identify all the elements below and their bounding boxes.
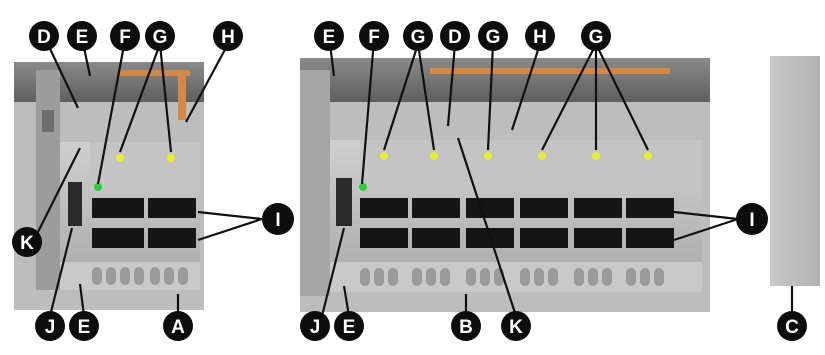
module-b-top-band bbox=[300, 58, 710, 102]
module-b-led-5 bbox=[592, 152, 600, 160]
svg-text:K: K bbox=[20, 233, 34, 254]
callout-e-bottom-left: E bbox=[69, 311, 99, 341]
callout-h-left: H bbox=[213, 21, 243, 51]
module-b-led-3 bbox=[484, 152, 492, 160]
svg-text:B: B bbox=[459, 317, 473, 338]
module-a bbox=[14, 62, 204, 310]
end-cover bbox=[770, 56, 820, 286]
module-a-terminal-block-2 bbox=[148, 198, 196, 248]
module-b-terminal-blocks bbox=[360, 198, 674, 248]
callout-d-middle: D bbox=[440, 21, 470, 51]
svg-text:G: G bbox=[589, 27, 604, 48]
svg-text:E: E bbox=[343, 317, 356, 338]
svg-text:D: D bbox=[448, 27, 462, 48]
module-b-led-6 bbox=[644, 152, 652, 160]
callout-k-left: K bbox=[12, 227, 42, 257]
svg-text:J: J bbox=[45, 317, 56, 338]
svg-text:D: D bbox=[37, 27, 51, 48]
module-b-slots bbox=[360, 268, 664, 286]
callout-g-middle-2: G bbox=[478, 21, 508, 51]
svg-text:E: E bbox=[323, 27, 336, 48]
callout-g-left: G bbox=[145, 21, 175, 51]
module-b bbox=[300, 58, 710, 312]
module-a-end-plate bbox=[36, 70, 60, 290]
svg-text:C: C bbox=[785, 317, 799, 338]
module-b-led-2 bbox=[430, 152, 438, 160]
svg-text:G: G bbox=[411, 27, 426, 48]
module-a-terminal-block-1 bbox=[92, 198, 144, 248]
leader-lines bbox=[35, 35, 794, 317]
svg-text:F: F bbox=[119, 27, 131, 48]
callout-e-top-middle: E bbox=[314, 21, 344, 51]
callout-i-right: I bbox=[736, 203, 768, 235]
svg-text:A: A bbox=[171, 317, 185, 338]
callout-e-bottom-middle: E bbox=[334, 311, 364, 341]
callout-f-left: F bbox=[110, 21, 140, 51]
module-a-connector bbox=[68, 182, 82, 226]
module-a-end-plate-window bbox=[42, 110, 54, 132]
svg-text:J: J bbox=[310, 317, 321, 338]
svg-text:E: E bbox=[78, 317, 91, 338]
svg-text:G: G bbox=[486, 27, 501, 48]
module-a-upper-face bbox=[90, 142, 200, 192]
svg-text:H: H bbox=[221, 27, 235, 48]
svg-text:F: F bbox=[368, 27, 380, 48]
svg-text:I: I bbox=[749, 210, 754, 231]
callout-j-left: J bbox=[35, 311, 65, 341]
callout-f-middle: F bbox=[359, 21, 389, 51]
module-a-slots bbox=[92, 267, 188, 285]
module-b-copper-strip bbox=[430, 68, 670, 74]
module-a-led-2 bbox=[167, 154, 175, 162]
callout-h-middle: H bbox=[525, 21, 555, 51]
callout-g-middle-1: G bbox=[403, 21, 433, 51]
svg-text:I: I bbox=[275, 210, 280, 231]
callout-b: B bbox=[451, 311, 481, 341]
callout-i-left: I bbox=[262, 203, 294, 235]
module-b-upper-face bbox=[360, 140, 702, 192]
callout-a: A bbox=[163, 311, 193, 341]
callout-k-middle: K bbox=[501, 311, 531, 341]
module-b-end-plate bbox=[300, 70, 330, 296]
module-a-led-1 bbox=[116, 154, 124, 162]
callout-j-middle: J bbox=[300, 311, 330, 341]
callout-d-left: D bbox=[29, 21, 59, 51]
svg-text:H: H bbox=[533, 27, 547, 48]
svg-text:K: K bbox=[509, 317, 523, 338]
module-b-connector bbox=[336, 178, 352, 226]
callout-g-middle-3: G bbox=[581, 21, 611, 51]
callout-c: C bbox=[777, 311, 807, 341]
module-a-copper-riser bbox=[178, 70, 186, 120]
module-a-copper-strip bbox=[120, 70, 190, 76]
module-b-led-4 bbox=[538, 152, 546, 160]
module-b-led-1 bbox=[380, 152, 388, 160]
module-b-status-led bbox=[359, 183, 367, 191]
module-a-status-led bbox=[94, 183, 102, 191]
callout-e-top-left: E bbox=[67, 21, 97, 51]
svg-text:G: G bbox=[153, 27, 168, 48]
svg-text:E: E bbox=[76, 27, 89, 48]
